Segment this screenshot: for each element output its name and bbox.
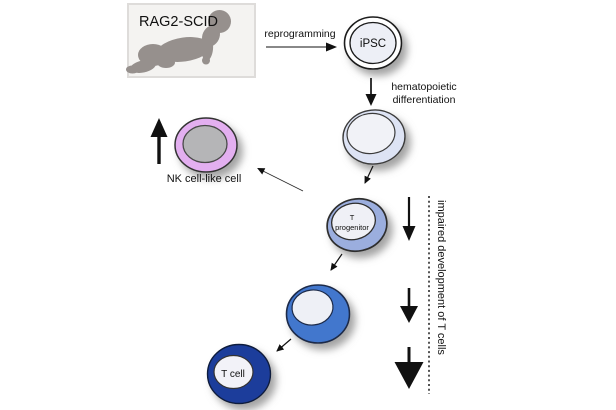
differentiation-label-line1: hematopoietic xyxy=(391,81,456,93)
ipsc-cell: iPSC xyxy=(343,16,403,70)
immature-t-cell xyxy=(285,284,351,344)
differentiation-label-line2: differentiation xyxy=(393,94,456,106)
t-progenitor-label-line2: progenitor xyxy=(335,223,369,232)
nk-cell-group: NK cell-like cell xyxy=(150,117,242,185)
t-cell: T cell xyxy=(206,343,272,405)
impaired-arrowhead-3-icon xyxy=(394,362,424,389)
immature-t-inner xyxy=(291,289,334,326)
impaired-label: impaired development of T cells xyxy=(435,200,447,355)
hematopoietic-progenitor-inner xyxy=(346,112,396,155)
nk-cell-inner xyxy=(182,124,228,164)
t-progenitor-label-line1: T xyxy=(350,213,355,222)
patient-label: RAG2-SCID xyxy=(139,14,218,30)
reprogramming-arrowhead-icon xyxy=(326,42,337,52)
t-cell-inner xyxy=(213,354,254,390)
impaired-arrowhead-2-icon xyxy=(400,306,418,323)
patient-box: RAG2-SCID xyxy=(126,3,256,78)
t-progenitor-inner xyxy=(331,202,376,241)
differentiation-step: hematopoietic differentiation xyxy=(365,78,457,106)
ipsc-label: iPSC xyxy=(360,38,386,50)
progenitor-to-tprogenitor-arrow xyxy=(364,165,374,184)
t-progenitor-cell: T progenitor xyxy=(326,197,388,253)
reprogramming-step: reprogramming xyxy=(264,28,337,52)
nk-cell-label: NK cell-like cell xyxy=(167,173,242,185)
to-nk-cell-arrow xyxy=(257,168,304,192)
nk-increase-arrowhead-icon xyxy=(150,118,168,137)
tprogenitor-to-immature-arrow xyxy=(330,253,343,271)
hematopoietic-progenitor-cell xyxy=(342,109,406,165)
reprogramming-label: reprogramming xyxy=(264,28,335,40)
baby-silhouette xyxy=(126,10,231,74)
t-cell-label: T cell xyxy=(221,369,245,380)
differentiation-arrowhead-icon xyxy=(365,94,377,106)
ipsc-inner xyxy=(349,21,397,65)
immature-to-tcell-arrow xyxy=(276,338,292,352)
impaired-development-annotation: impaired development of T cells xyxy=(394,196,447,394)
nk-cell xyxy=(174,117,238,173)
impaired-arrowhead-1-icon xyxy=(402,226,416,241)
